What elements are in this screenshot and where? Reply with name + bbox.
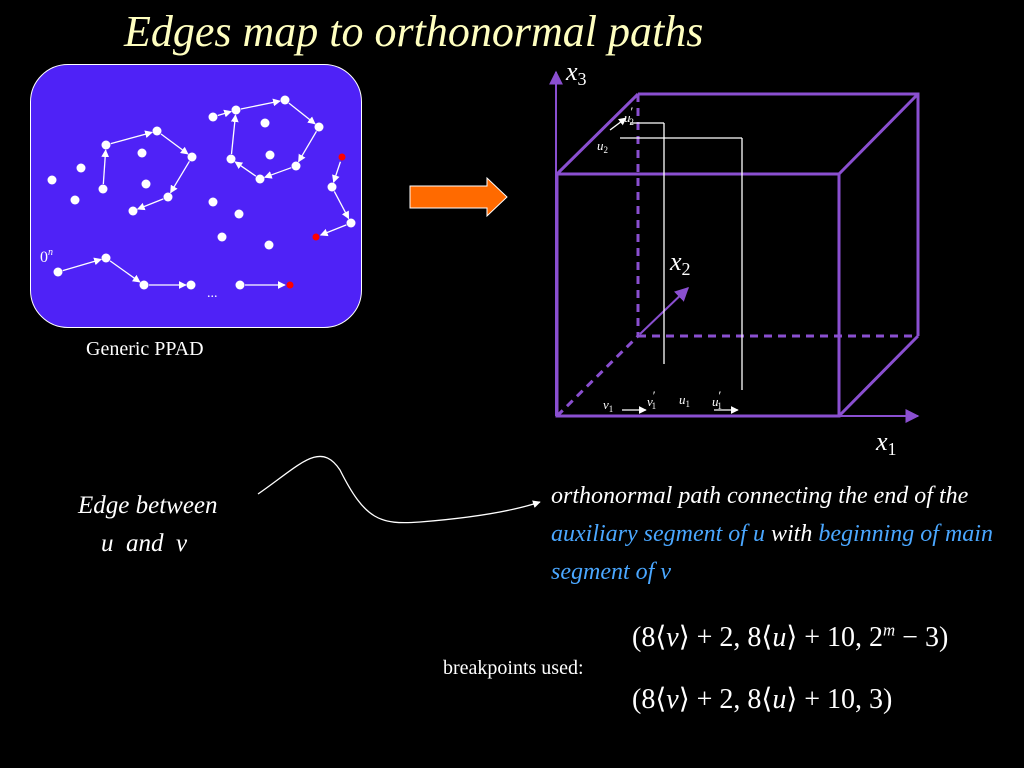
ppad-node	[186, 280, 196, 290]
orthonormal-paths	[609, 117, 743, 414]
cube-hidden-edges	[555, 94, 918, 418]
ppad-node	[70, 195, 80, 205]
ppad-node	[346, 218, 356, 228]
ppad-node	[137, 148, 147, 158]
ellipsis: ...	[207, 286, 218, 301]
desc-part2: with	[764, 521, 819, 547]
ppad-endpoint-node	[286, 281, 294, 289]
breakpoint-2: (8⟨v⟩ + 2, 8⟨u⟩ + 10, 3)	[632, 684, 893, 715]
edge-and: and	[126, 530, 164, 557]
slide-title: Edges map to orthonormal paths	[124, 7, 704, 56]
ppad-node	[217, 232, 227, 242]
u2-prime-label: u′2	[624, 104, 634, 127]
cube	[549, 70, 920, 423]
ppad-caption: Generic PPAD	[86, 338, 204, 360]
ppad-edge	[62, 257, 102, 272]
edge-v: v	[176, 530, 188, 557]
ppad-edge	[240, 98, 281, 110]
ppad-node	[139, 280, 149, 290]
ppad-edge	[217, 109, 232, 118]
ppad-node	[53, 267, 63, 277]
ppad-node	[101, 140, 111, 150]
breakpoints-label: breakpoints used:	[443, 657, 584, 679]
cube-edge-top-left	[555, 92, 640, 176]
ppad-node	[231, 105, 241, 115]
ppad-node	[208, 112, 218, 122]
origin-label: 0n	[40, 247, 53, 266]
connector-arrow	[257, 455, 541, 524]
ppad-edge	[333, 191, 350, 220]
ppad-node	[291, 161, 301, 171]
ppad-node	[260, 118, 270, 128]
ppad-graph-panel	[30, 64, 362, 328]
ppad-node	[163, 192, 173, 202]
u1-prime-label: u′1	[712, 388, 722, 411]
x1-label: x1	[875, 427, 897, 459]
u1-label: u1	[679, 392, 690, 409]
ppad-node	[327, 182, 337, 192]
ppad-node	[101, 253, 111, 263]
ppad-node	[152, 126, 162, 136]
desc-highlight-main: beginning of main segment of v	[551, 521, 993, 585]
ppad-edge	[110, 130, 153, 145]
x2-label: x2	[669, 247, 691, 279]
breakpoint-1: (8⟨v⟩ + 2, 8⟨u⟩ + 10, 2m − 3)	[632, 620, 949, 653]
ppad-node	[141, 179, 151, 189]
desc-highlight-aux: auxiliary segment of u	[551, 521, 765, 547]
ppad-node	[226, 154, 236, 164]
ppad-node	[234, 209, 244, 219]
ppad-node	[255, 174, 265, 184]
ppad-edge	[136, 198, 164, 211]
ppad-edge	[263, 167, 292, 179]
desc-part1: orthonormal path connecting the end of t…	[551, 483, 969, 509]
ppad-edge	[297, 130, 318, 163]
ppad-edge	[230, 114, 239, 155]
ppad-edge	[101, 149, 110, 185]
ppad-nodes	[47, 95, 356, 290]
ppad-node	[47, 175, 57, 185]
edge-label-line1: Edge between	[78, 492, 218, 519]
ppad-node	[265, 150, 275, 160]
ppad-node	[76, 163, 86, 173]
cube-edge-bottom-right	[837, 334, 920, 418]
cube-edge-top-right	[837, 92, 920, 176]
v1-label: v1	[603, 397, 613, 414]
v1-prime-label: v′1	[647, 388, 656, 411]
path-description: orthonormal path connecting the end of t…	[551, 477, 1021, 591]
ppad-edge	[109, 260, 141, 283]
ppad-node	[314, 122, 324, 132]
ppad-node	[128, 206, 138, 216]
ppad-endpoint-node	[338, 153, 346, 161]
ppad-node	[264, 240, 274, 250]
ppad-node	[208, 197, 218, 207]
ppad-endpoint-node	[312, 233, 320, 241]
ppad-edge	[170, 160, 190, 194]
ppad-node	[280, 95, 290, 105]
ppad-node	[235, 280, 245, 290]
transform-arrow	[409, 176, 508, 218]
ppad-node	[187, 152, 197, 162]
ppad-node	[98, 184, 108, 194]
ppad-edge	[332, 161, 342, 183]
u2-label: u2	[597, 138, 608, 155]
ppad-edge	[234, 161, 257, 177]
ppad-edge	[288, 102, 316, 125]
ppad-edge	[319, 224, 347, 237]
cube-back-edges	[638, 92, 920, 336]
edge-label-line2: u and v	[101, 530, 187, 558]
x3-label: x3	[565, 57, 587, 89]
ppad-edges	[62, 98, 350, 289]
edge-u: u	[101, 530, 114, 557]
ppad-edge	[160, 133, 189, 155]
cube-front-face	[555, 172, 841, 418]
